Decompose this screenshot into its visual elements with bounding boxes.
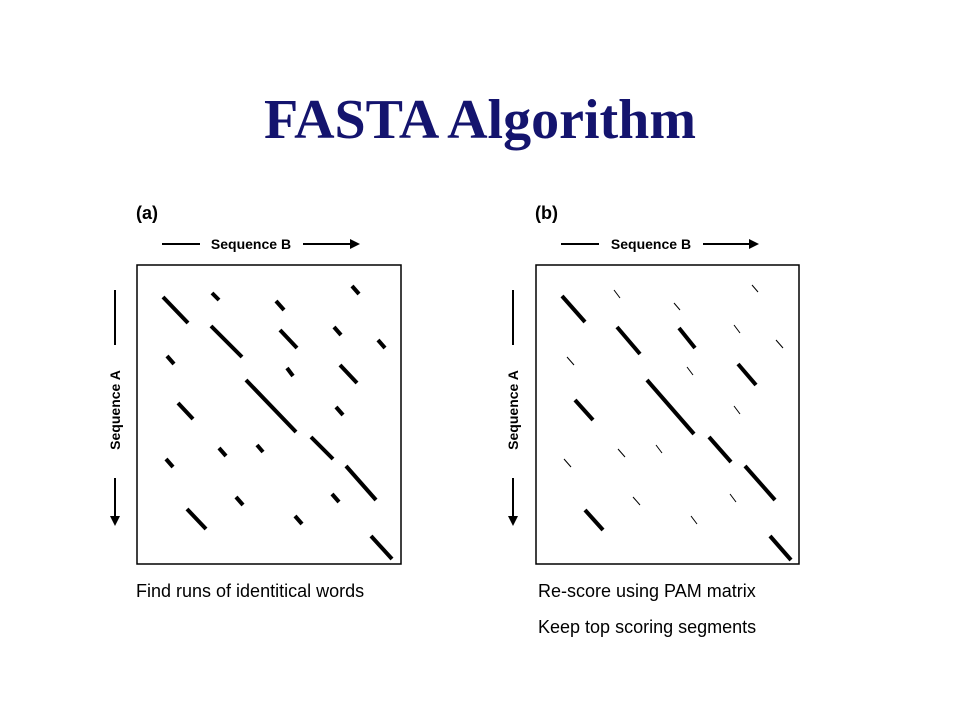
low-score-segment <box>655 444 663 454</box>
low-score-segment <box>729 493 737 503</box>
low-score-segment <box>775 339 784 349</box>
word-run <box>344 464 378 502</box>
word-run <box>255 443 265 454</box>
high-score-segment <box>736 362 758 387</box>
panel-a: (a) Sequence B Sequence A <box>107 203 402 601</box>
word-run <box>244 378 298 434</box>
word-run <box>334 405 345 417</box>
low-score-segment <box>733 405 741 415</box>
word-run <box>165 354 176 366</box>
low-score-segment <box>673 302 681 311</box>
word-run <box>338 363 359 385</box>
low-score-segment <box>686 366 694 376</box>
panel-a-caption: Find runs of identitical words <box>136 581 364 601</box>
word-run <box>332 325 343 337</box>
panel-b-x-axis-label: Sequence B <box>611 236 691 252</box>
low-score-segment <box>617 448 626 458</box>
word-run <box>330 492 341 504</box>
panel-b-label: (b) <box>535 203 558 223</box>
low-score-segment <box>613 289 621 299</box>
word-run <box>210 291 221 302</box>
high-score-segment <box>645 378 696 436</box>
panel-a-y-axis-label: Sequence A <box>107 370 123 450</box>
word-run <box>234 495 245 507</box>
word-run <box>164 457 175 469</box>
low-score-segment <box>632 496 641 506</box>
panel-a-label: (a) <box>136 203 158 223</box>
word-run <box>293 514 304 526</box>
slide-title: FASTA Algorithm <box>264 89 696 151</box>
panel-b-caption-2: Keep top scoring segments <box>538 617 756 637</box>
panel-b: (b) Sequence B Sequence A <box>505 203 800 637</box>
word-run <box>161 295 190 325</box>
word-run <box>369 534 394 561</box>
panel-b-y-axis-label: Sequence A <box>505 370 521 450</box>
word-run <box>350 284 361 296</box>
word-run <box>274 299 286 312</box>
word-run <box>376 338 387 350</box>
panel-b-dotplot-frame <box>535 264 800 565</box>
word-run <box>176 401 195 421</box>
high-score-segment <box>677 326 697 350</box>
low-score-segment <box>733 324 741 334</box>
high-score-segment <box>560 294 587 324</box>
panel-b-caption-1: Re-score using PAM matrix <box>538 581 756 601</box>
low-score-segment <box>690 515 698 525</box>
low-score-segment <box>566 356 575 366</box>
panel-a-segments <box>161 284 394 561</box>
high-score-segment <box>743 464 777 502</box>
low-score-segment <box>563 458 572 468</box>
high-score-segment <box>583 508 605 532</box>
word-run <box>185 507 208 531</box>
panel-b-segments <box>560 284 793 562</box>
word-run <box>309 435 335 461</box>
word-run <box>278 328 299 350</box>
high-score-segment <box>768 534 793 562</box>
word-run <box>217 446 228 458</box>
word-run <box>285 366 295 378</box>
high-score-segment <box>615 325 642 356</box>
word-run <box>209 324 244 359</box>
high-score-segment <box>573 398 595 422</box>
panel-a-dotplot-frame <box>136 264 402 565</box>
high-score-segment <box>707 435 733 464</box>
low-score-segment <box>751 284 759 293</box>
panel-a-x-axis-label: Sequence B <box>211 236 291 252</box>
